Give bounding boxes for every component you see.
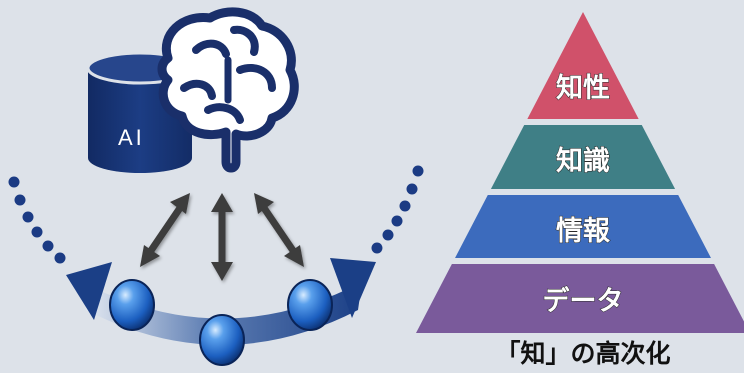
double-arrow-left: [140, 193, 190, 267]
pyramid-level-data-tier: [416, 264, 744, 333]
pyramid-level-chisei-label: 知性: [556, 73, 610, 104]
pyramid-caption: 「知」の高次化: [495, 339, 670, 368]
pyramid-level-jouhou-tier: [455, 195, 711, 258]
double-arrow-center: [211, 193, 233, 281]
pyramid-level-chisei-tier: [527, 12, 639, 119]
double-arrow-right: [254, 193, 304, 267]
pyramid-level-jouhou-label: 情報: [556, 216, 611, 247]
arc-arrowhead-right: [330, 258, 376, 318]
brain-icon: [157, 7, 299, 173]
sphere-right: [287, 279, 333, 331]
sphere-left: [109, 279, 155, 331]
dotted-arc-left: [8, 176, 66, 264]
cycle-arc-arrow: [66, 258, 376, 345]
pyramid-level-chishiki-tier: [490, 125, 676, 189]
sphere-center: [199, 314, 245, 366]
pyramid-level-data-label: データ: [543, 285, 624, 317]
ai-label: AI: [118, 125, 145, 150]
arc-arrowhead-left: [66, 262, 112, 320]
dotted-arc-right: [371, 165, 424, 254]
pyramid-level-chishiki-label: 知識: [556, 146, 610, 177]
node-spheres: [109, 279, 333, 366]
